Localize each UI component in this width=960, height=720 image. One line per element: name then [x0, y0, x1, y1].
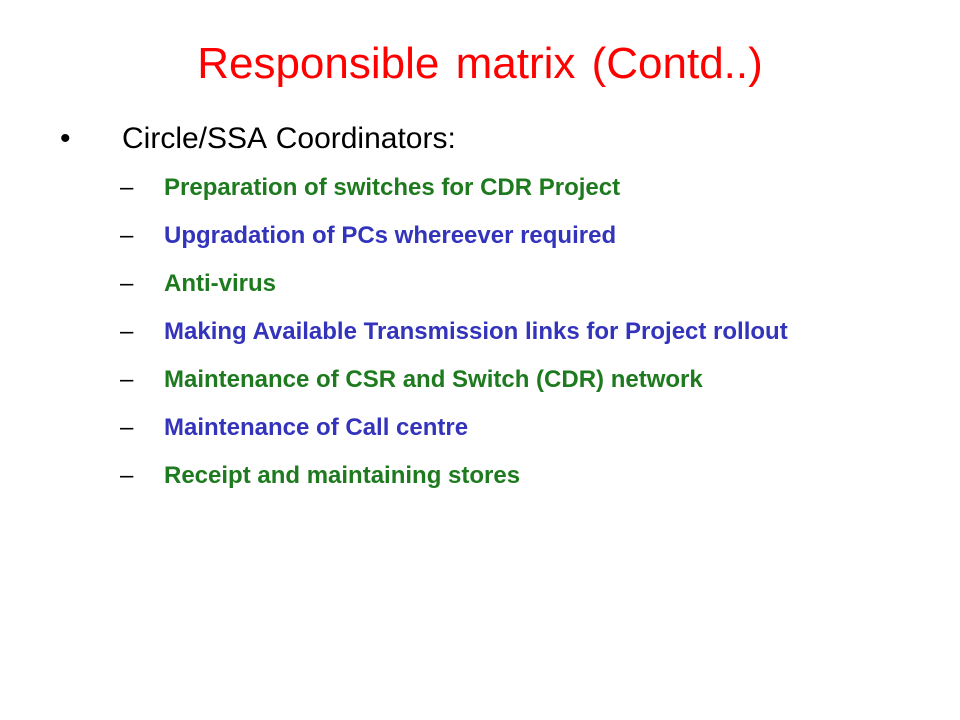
dash-icon: – — [120, 174, 134, 201]
dash-icon: – — [120, 270, 134, 297]
main-bullet: • Circle/SSA Coordinators: — [60, 117, 456, 161]
slide-title: Responsible matrix (Contd..) — [197, 39, 763, 88]
list-item: – Anti-virus — [120, 266, 900, 302]
list-item: – Maintenance of Call centre — [120, 410, 900, 446]
dash-icon: – — [120, 222, 134, 249]
main-bullet-text: Circle/SSA Coordinators: — [122, 122, 456, 155]
list-item: – Preparation of switches for CDR Projec… — [120, 170, 900, 206]
list-item-text: Receipt and maintaining stores — [164, 462, 521, 489]
dash-icon: – — [120, 318, 134, 345]
list-item-text: Maintenance of Call centre — [164, 414, 469, 441]
list-item: – Maintenance of CSR and Switch (CDR) ne… — [120, 362, 900, 398]
bullet-icon: • — [60, 122, 71, 155]
list-item-text: Making Available Transmission links for … — [164, 318, 788, 345]
dash-icon: – — [120, 366, 134, 393]
list-item: – Receipt and maintaining stores — [120, 458, 900, 494]
list-item-text: Upgradation of PCs whereever required — [164, 222, 617, 249]
list-item: – Making Available Transmission links fo… — [120, 314, 900, 350]
dash-icon: – — [120, 462, 134, 489]
list-item-text: Preparation of switches for CDR Project — [164, 174, 621, 201]
list-item-text: Maintenance of CSR and Switch (CDR) netw… — [164, 366, 703, 393]
dash-icon: – — [120, 414, 134, 441]
sub-bullet-list: – Preparation of switches for CDR Projec… — [120, 170, 900, 506]
list-item-text: Anti-virus — [164, 270, 277, 297]
list-item: – Upgradation of PCs whereever required — [120, 218, 900, 254]
